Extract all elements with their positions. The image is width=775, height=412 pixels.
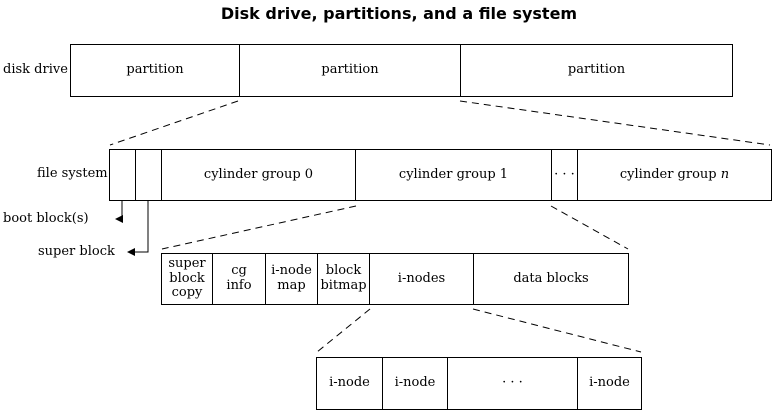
disk-drive-label: disk drive: [3, 62, 68, 77]
zoom-line-inodes-left: [316, 308, 371, 353]
inode-cell: i-node: [317, 358, 383, 409]
zoom-line-cg-right: [550, 205, 629, 250]
inode-cell: i-node: [383, 358, 448, 409]
inodes-cell: i-nodes: [370, 254, 474, 304]
partition-cell: partition: [240, 45, 461, 96]
boot-block-cell: [110, 150, 136, 200]
file-system-box: cylinder group 0 cylinder group 1 · · · …: [109, 149, 772, 201]
block-bitmap-cell: block bitmap: [318, 254, 370, 304]
data-blocks-cell: data blocks: [513, 270, 589, 286]
disk-drive-box: partition partition partition: [70, 44, 733, 97]
super-block-copy-cell: super block copy: [162, 254, 213, 304]
zoom-line-inodes-right: [472, 308, 642, 353]
zoom-line-cg-left: [161, 205, 357, 250]
cg-info-cell: cg info: [213, 254, 266, 304]
super-block-arrow: [127, 188, 149, 256]
super-block-label: super block: [38, 244, 115, 259]
boot-block-label: boot block(s): [3, 211, 89, 226]
partition-cell: partition: [71, 45, 240, 96]
diagram-title: Disk drive, partitions, and a file syste…: [220, 4, 578, 23]
file-system-label: file system: [37, 166, 108, 181]
cylinder-group-detail-box: super block copy cg info i-node map bloc…: [161, 253, 629, 305]
zoom-line-partition-left: [109, 100, 239, 146]
inode-map-cell: i-node map: [266, 254, 318, 304]
partition-cell: partition: [567, 62, 626, 78]
cylinder-group-cell: cylinder group 1: [356, 150, 552, 200]
super-block-cell: [136, 150, 162, 200]
inode-list-box: i-node i-node · · · i-node: [316, 357, 642, 410]
zoom-line-partition-right: [459, 100, 771, 146]
cylinder-group-cell: cylinder group 0: [162, 150, 356, 200]
inode-cell: i-node: [589, 375, 630, 391]
inode-ellipsis-cell: · · ·: [448, 358, 578, 409]
ellipsis-cell: · · ·: [552, 150, 578, 200]
cylinder-group-cell: cylinder group n: [619, 166, 730, 182]
